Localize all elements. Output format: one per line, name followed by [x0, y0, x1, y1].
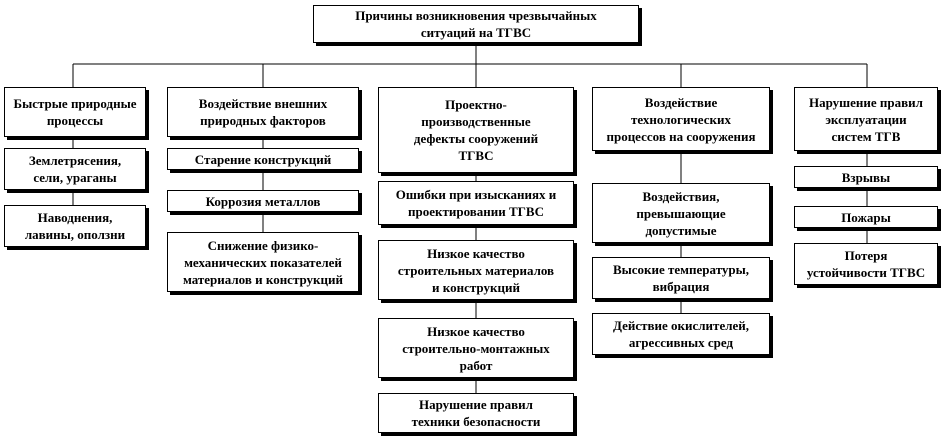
column-2-item-3: Снижение физико- механических показателе…: [167, 232, 359, 292]
column-2-item-1: Старение конструкций: [167, 148, 359, 170]
column-4-item-3: Действие окислителей, агрессивных сред: [592, 313, 770, 355]
column-1-item-2: Наводнения, лавины, оползни: [4, 205, 146, 247]
column-header-4: Воздействие технологических процессов на…: [592, 87, 770, 151]
column-3-item-1: Ошибки при изысканиях и проектировании Т…: [378, 181, 574, 225]
column-header-1: Быстрые природные процессы: [4, 87, 146, 137]
column-3-item-2: Низкое качество строительных материалов …: [378, 240, 574, 300]
column-5-item-3: Потеря устойчивости ТГВС: [794, 243, 938, 285]
column-3-item-4: Нарушение правил техники безопасности: [378, 393, 574, 433]
column-5-item-2: Пожары: [794, 206, 938, 228]
column-header-3: Проектно- производственные дефекты соору…: [378, 87, 574, 173]
column-header-5: Нарушение правил эксплуатации систем ТГВ: [794, 87, 938, 151]
column-3-item-3: Низкое качество строительно-монтажных ра…: [378, 318, 574, 378]
column-2-item-2: Коррозия металлов: [167, 190, 359, 212]
column-4-item-2: Высокие температуры, вибрация: [592, 257, 770, 299]
column-header-2: Воздействие внешних природных факторов: [167, 87, 359, 137]
column-1-item-1: Землетрясения, сели, ураганы: [4, 148, 146, 190]
column-4-item-1: Воздействия, превышающие допустимые: [592, 183, 770, 243]
root-box: Причины возникновения чрезвычайных ситуа…: [313, 5, 639, 43]
column-5-item-1: Взрывы: [794, 166, 938, 188]
